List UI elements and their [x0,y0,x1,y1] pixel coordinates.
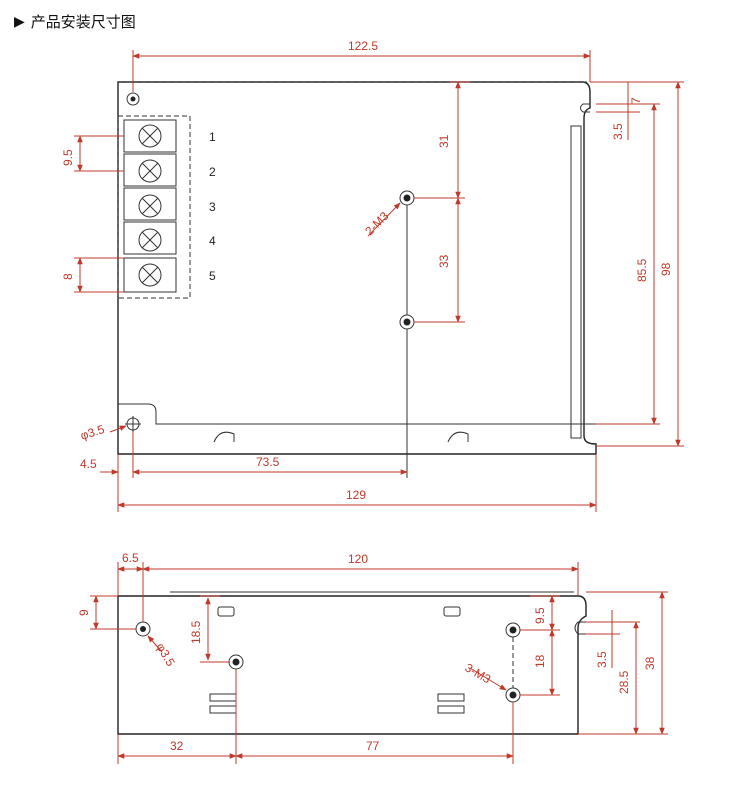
page-header: ▶ 产品安装尺寸图 [14,10,136,32]
vent-slot-2 [443,606,461,617]
leader-2m3 [367,202,401,237]
dim-overall-length: 122.5 [348,39,378,53]
leader-side-hole-dia [147,635,163,653]
terminal-label-3: 3 [209,200,216,214]
dim-right-spacing: 18 [533,654,547,668]
label-2m3: 2-M3 [362,209,391,238]
terminal-label-1: 1 [209,130,216,144]
label-3m3: 3-M3 [463,660,494,686]
dim-overall-height: 98 [659,262,673,276]
page-title: 产品安装尺寸图 [30,13,136,31]
top-housing-outline [117,81,597,455]
dim-screw-x2: 77 [366,739,380,753]
dim-length: 120 [348,552,368,566]
side-view: 6.5 120 9 φ3.5 18.5 32 77 9.5 18 [77,551,668,764]
dim-screw-spacing: 33 [437,254,451,268]
right-rail [570,125,582,439]
dim-left-offset: 6.5 [122,551,139,565]
triangle-marker-icon: ▶ [14,12,25,29]
leader-3m3 [469,667,507,691]
dim-screw-drop: 18.5 [189,620,203,644]
side-screw-3-icon [505,687,521,703]
terminal-label-4: 4 [209,234,216,248]
vent-slot-4 [209,705,237,714]
dim-screw-to-top: 31 [437,134,451,148]
terminal-3 [123,187,177,221]
dim-side-inner-height: 28.5 [617,670,631,694]
screw-hole-upper-icon [399,190,415,206]
terminal-label-5: 5 [209,269,216,283]
dim-inner-height: 85.5 [635,258,649,282]
dim-screw-x: 73.5 [256,455,280,469]
dim-hole-offset: 4.5 [80,457,97,471]
side-screw-1-icon [228,654,244,670]
vent-slot-3 [209,693,237,702]
side-left-hole-icon [135,621,151,637]
bottom-left-hole-icon [125,416,141,432]
label-hole-dia: φ3.5 [79,422,107,443]
terminal-4 [123,221,177,255]
label-side-hole-dia: φ3.5 [153,641,178,669]
dim-slot-offset: 7 [629,97,643,104]
top-view: 1 2 3 4 5 122.5 129 4.5 73.5 31 33 2-M3 … [61,39,684,512]
leader-hole-dia [109,425,127,433]
dim-screw-x1: 32 [170,739,184,753]
base-foot-right [447,431,469,443]
top-left-hole-icon [126,92,140,106]
side-screw-2-icon [505,622,521,638]
base-foot-left [213,431,235,443]
vent-slot-1 [217,606,235,617]
terminal-block [123,119,177,293]
terminal-1 [123,119,177,153]
vent-slot-5 [437,693,465,702]
terminal-label-2: 2 [209,165,216,179]
right-slot [580,103,590,113]
terminal-5 [123,257,177,293]
screw-hole-lower-icon [399,314,415,330]
vent-slot-6 [437,705,465,714]
bottom-left-bracket [118,403,596,425]
dim-hole-from-top: 9 [77,609,91,616]
dim-side-slot: 3.5 [595,651,609,668]
terminal-block-outline [117,115,191,299]
dim-slot-height: 3.5 [611,123,625,140]
side-housing-outline [117,595,587,735]
dim-terminal-pitch: 9.5 [61,149,75,166]
terminal-2 [123,153,177,187]
side-slot [574,621,586,635]
dim-side-overall-height: 38 [643,656,657,670]
dim-base-length: 129 [346,488,366,502]
dim-terminal-width: 8 [61,273,75,280]
dim-right-upper: 9.5 [533,607,547,624]
